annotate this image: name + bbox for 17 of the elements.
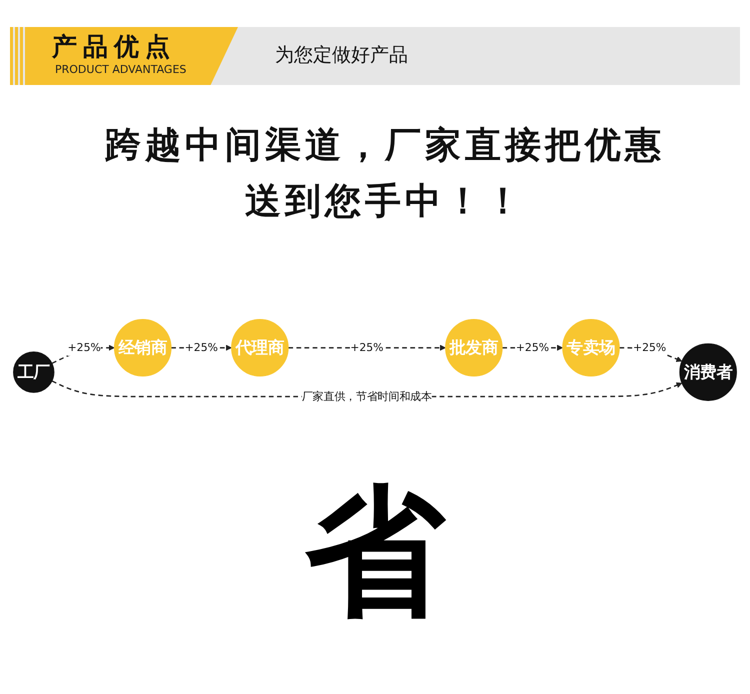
node-circle: 消费者 <box>679 343 737 401</box>
edge-label: +25% <box>516 341 550 354</box>
slogan-text: 为您定做好产品 <box>275 43 408 68</box>
node-circle: 代理商 <box>231 319 289 377</box>
section-heading: 产品优点 <box>52 32 176 62</box>
big-character: 省 <box>305 478 445 628</box>
node-circle: 工厂 <box>13 352 54 393</box>
edge-label: +25% <box>68 341 101 354</box>
edge-label: 厂家直供，节省时间和成本 <box>302 390 432 403</box>
node-circle: 经销商 <box>114 319 172 377</box>
node-circle: 专卖场 <box>562 319 620 377</box>
edge-label: +25% <box>632 341 666 354</box>
title: 跨越中间渠道，厂家直接把优惠送到您手中！！ <box>104 124 666 224</box>
section-subheading: PRODUCT ADVANTAGES <box>55 63 186 77</box>
edge-label: +25% <box>184 341 218 354</box>
edge-label: +25% <box>350 341 384 354</box>
node-circle: 批发商 <box>445 319 503 377</box>
